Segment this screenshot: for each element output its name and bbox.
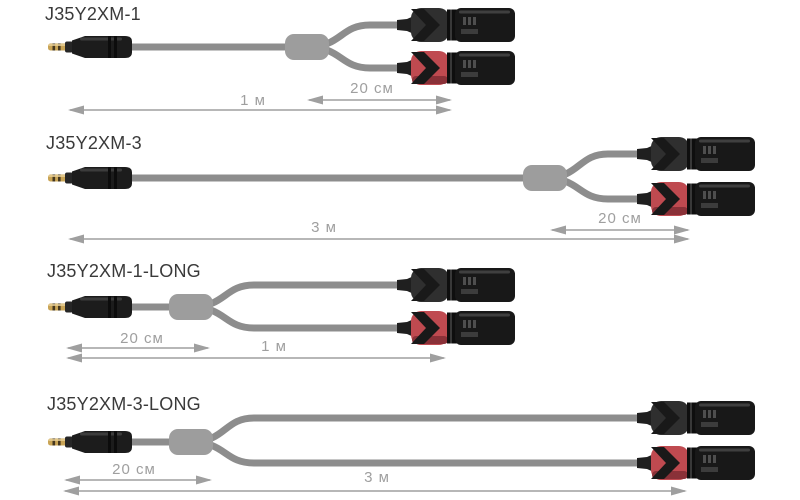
model-label-j35y2xm-1-long: J35Y2XM-1-LONG [47,261,201,281]
dimension-label-20cm: 20 см [598,210,642,227]
minijack-connector-icon [48,296,132,318]
dimension-label-3m: 3 м [364,469,390,486]
dimension-label-3m: 3 м [311,219,337,236]
xlr-male-red-icon [397,51,515,85]
row-2-graphics [48,137,755,244]
xlr-male-red-icon [637,446,755,480]
dimension-arrow-1m [66,353,446,363]
dimension-arrow-20cm [307,95,452,105]
xlr-male-black-icon [397,8,515,42]
dimension-arrow-20cm [550,225,690,235]
row-4-graphics [48,401,755,496]
cable-branch-bottom [187,303,406,332]
dimension-label-1m: 1 м [240,92,266,109]
model-label-j35y2xm-1: J35Y2XM-1 [45,4,141,24]
model-label-j35y2xm-3-long: J35Y2XM-3-LONG [47,394,201,414]
xlr-male-black-icon [637,401,755,435]
row-3-graphics [48,268,515,363]
splitter-block [169,429,213,455]
xlr-male-red-icon [637,182,755,216]
dimension-arrow-20cm [64,475,212,485]
minijack-connector-icon [48,167,132,189]
minijack-connector-icon [48,431,132,453]
splitter-block [169,294,213,320]
dimension-arrow-1m [68,105,452,115]
dimension-arrow-3m [63,486,687,496]
dimension-arrow-3m [68,234,690,244]
cable-branch-bottom [187,438,646,467]
dimension-label-20cm: 20 см [112,461,156,478]
dimension-label-20cm: 20 см [350,80,394,97]
dimension-label-20cm: 20 см [120,330,164,347]
xlr-male-black-icon [397,268,515,302]
dimension-arrow-20cm [66,343,210,353]
splitter-block [285,34,329,60]
cable-branch-top [187,281,406,311]
dimension-label-1m: 1 м [261,338,287,355]
model-label-j35y2xm-3: J35Y2XM-3 [46,133,142,153]
minijack-connector-icon [48,36,132,58]
cable-branch-top [187,414,646,446]
xlr-male-red-icon [397,311,515,345]
row-1-graphics [48,8,515,115]
splitter-block [523,165,567,191]
xlr-male-black-icon [637,137,755,171]
